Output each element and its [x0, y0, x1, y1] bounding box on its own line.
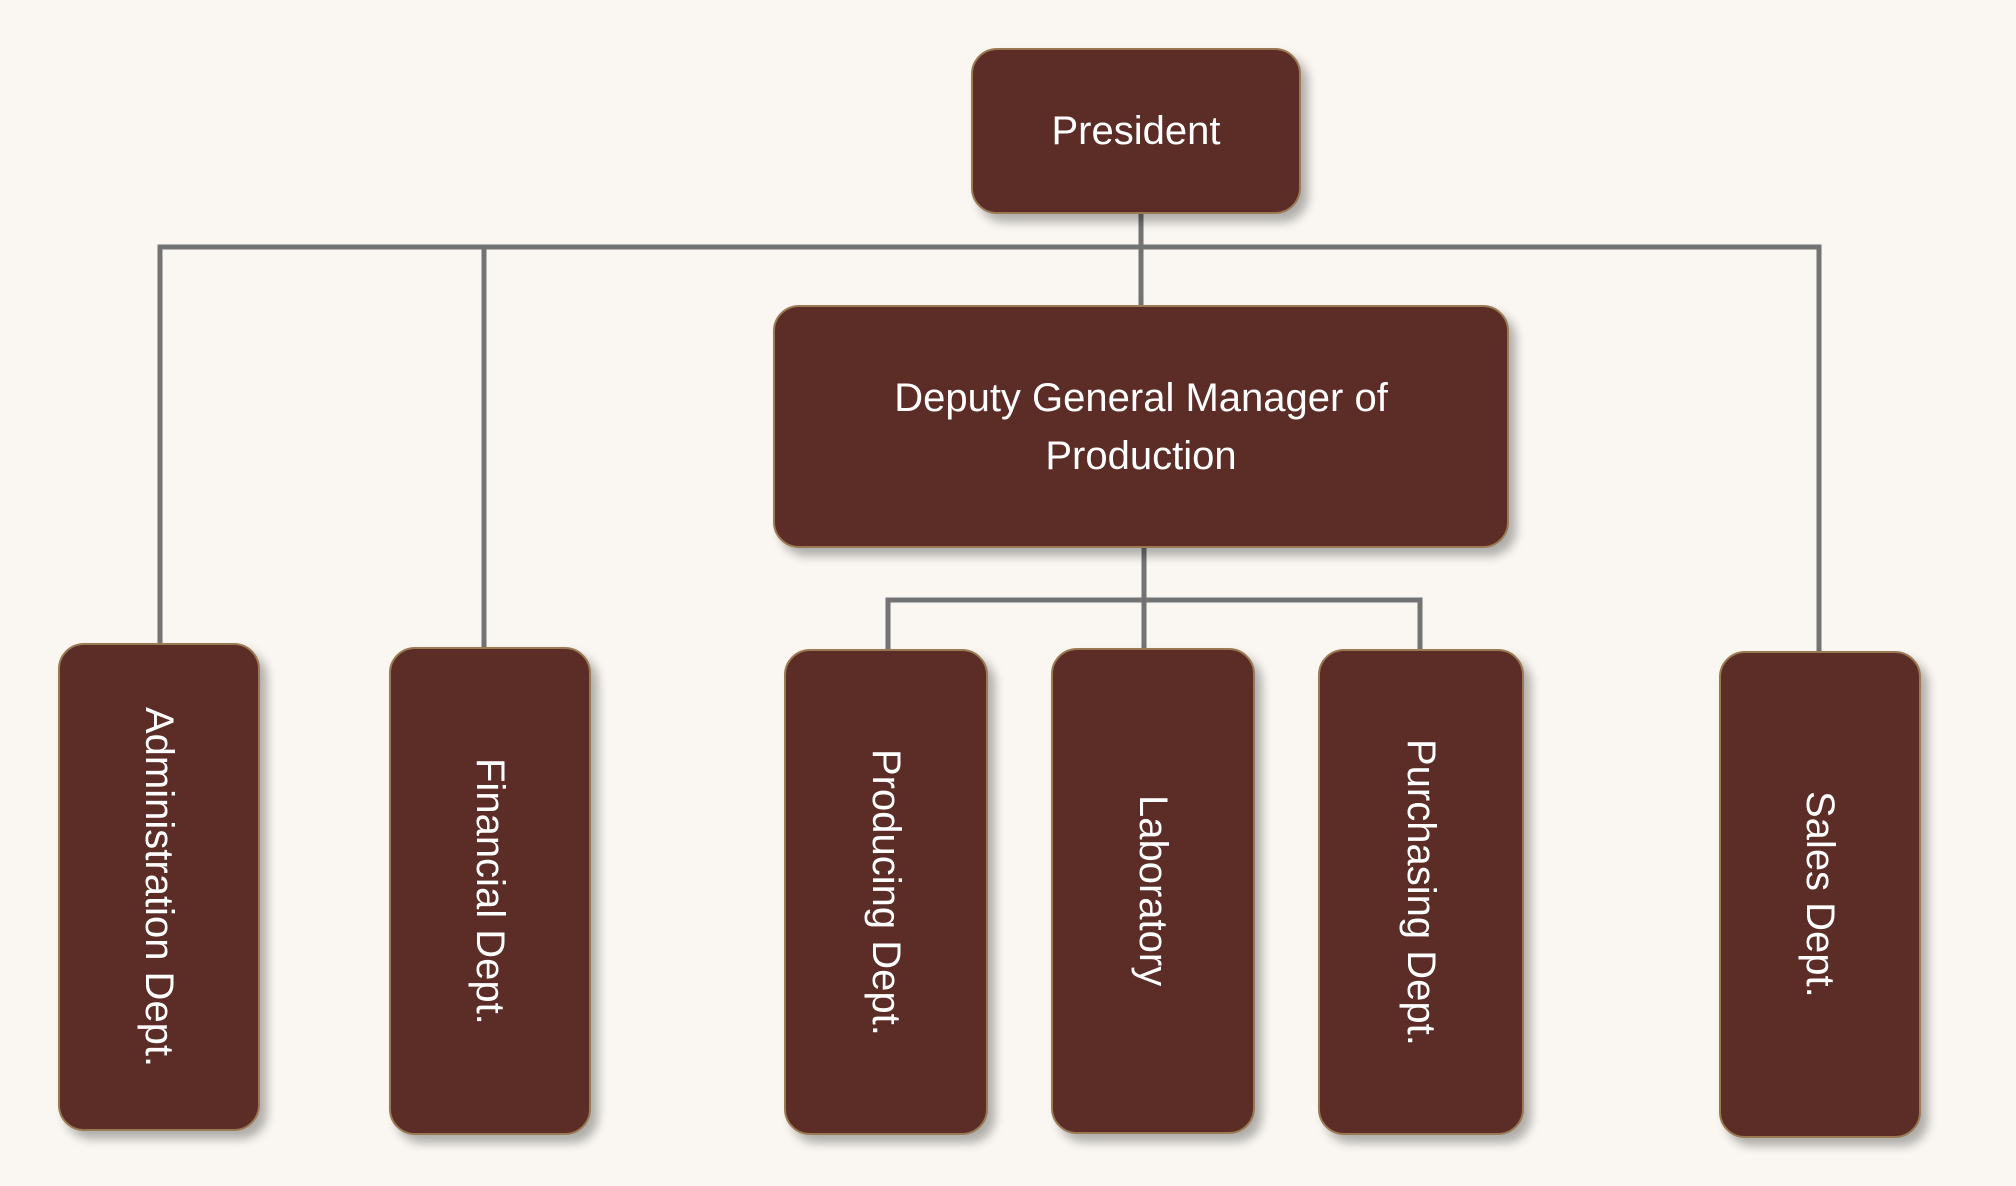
producing-dept-label: Producing Dept.	[864, 748, 908, 1036]
president-label: President	[1051, 109, 1221, 153]
deputy-general-manager-node: Deputy General Manager of Production	[773, 305, 1509, 548]
administration-dept-label: Administration Dept.	[137, 706, 181, 1068]
financial-dept-node: Financial Dept.	[389, 647, 591, 1135]
sales-dept-label: Sales Dept.	[1798, 791, 1842, 998]
deputy-general-manager-label: Deputy General Manager of Production	[894, 375, 1388, 478]
administration-dept-node: Administration Dept.	[58, 643, 260, 1131]
purchasing-dept-node: Purchasing Dept.	[1318, 649, 1524, 1135]
financial-dept-label: Financial Dept.	[468, 757, 512, 1025]
laboratory-label: Laboratory	[1131, 795, 1175, 987]
producing-dept-node: Producing Dept.	[784, 649, 988, 1135]
purchasing-dept-label: Purchasing Dept.	[1399, 738, 1443, 1046]
president-node: President	[971, 48, 1301, 214]
sales-dept-node: Sales Dept.	[1719, 651, 1921, 1138]
laboratory-node: Laboratory	[1051, 648, 1255, 1134]
